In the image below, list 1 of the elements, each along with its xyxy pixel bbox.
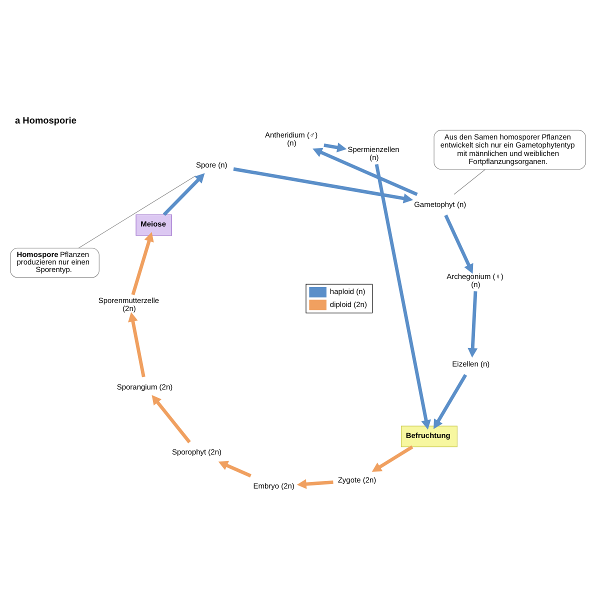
- diagram-title: a Homosporie: [14, 114, 76, 125]
